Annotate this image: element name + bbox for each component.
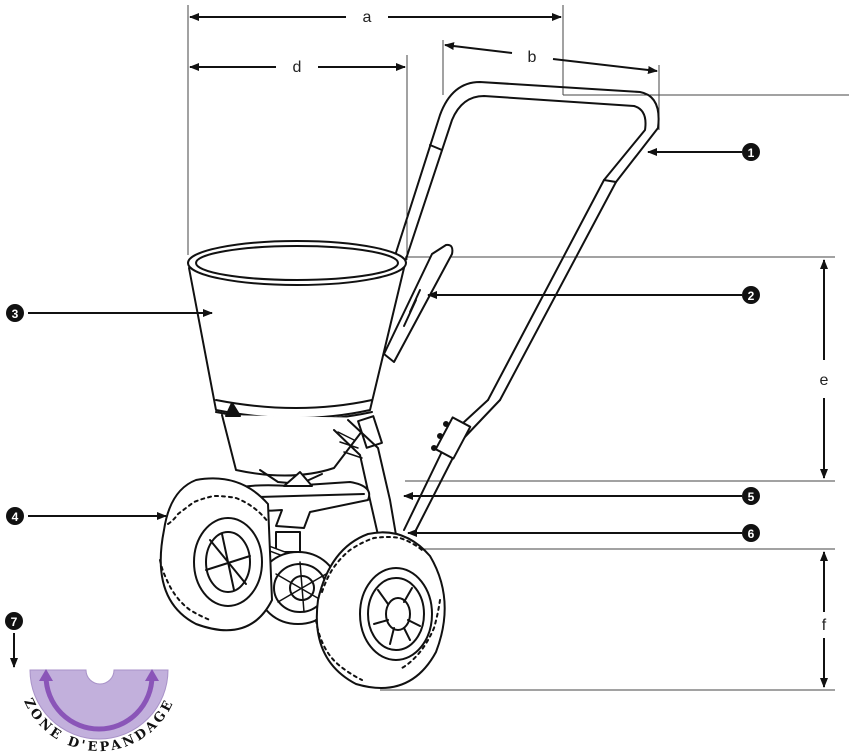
- callout-5: 5: [742, 487, 760, 505]
- callout-6-label: 6: [748, 527, 755, 541]
- callout-1: 1: [742, 143, 760, 161]
- dimension-d-label: d: [293, 59, 302, 76]
- push-handle: [392, 81, 660, 401]
- frame-legs: [403, 399, 501, 531]
- spread-zone-arrowhead-left: [39, 669, 53, 681]
- spread-zone-arrowhead-right: [145, 669, 159, 681]
- dimension-f: f: [380, 548, 835, 691]
- callout-5-label: 5: [748, 490, 755, 504]
- frame-front: [333, 419, 397, 536]
- callout-4-label: 4: [12, 510, 19, 524]
- dimension-a: a: [187, 5, 564, 255]
- dimension-b: b: [442, 40, 660, 130]
- callout-2: 2: [742, 286, 760, 304]
- hopper: [187, 240, 407, 485]
- callout-3: 3: [6, 304, 24, 322]
- spread-zone: ZONE D'EPANDAGE: [20, 669, 175, 753]
- right-wheel: [315, 531, 446, 689]
- control-lever: [383, 243, 454, 363]
- left-wheel: [159, 477, 273, 632]
- dimension-f-label: f: [822, 617, 827, 634]
- dimension-e-label: e: [820, 372, 829, 389]
- dimension-d: d: [189, 55, 408, 260]
- dimension-b-label: b: [528, 49, 537, 66]
- callout-leaders: [10, 148, 742, 668]
- callout-6: 6: [742, 524, 760, 542]
- dimension-e: e: [405, 256, 835, 482]
- callout-7-label: 7: [11, 615, 18, 629]
- callout-4: 4: [6, 507, 24, 525]
- callout-1-label: 1: [748, 146, 755, 160]
- spread-zone-shape: [29, 669, 169, 740]
- spreader-illustration: [159, 81, 660, 689]
- callout-3-label: 3: [12, 307, 19, 321]
- dimension-a-label: a: [363, 9, 372, 26]
- callout-7: 7: [5, 612, 23, 630]
- callout-2-label: 2: [748, 289, 755, 303]
- spread-zone-arrow: [43, 673, 155, 732]
